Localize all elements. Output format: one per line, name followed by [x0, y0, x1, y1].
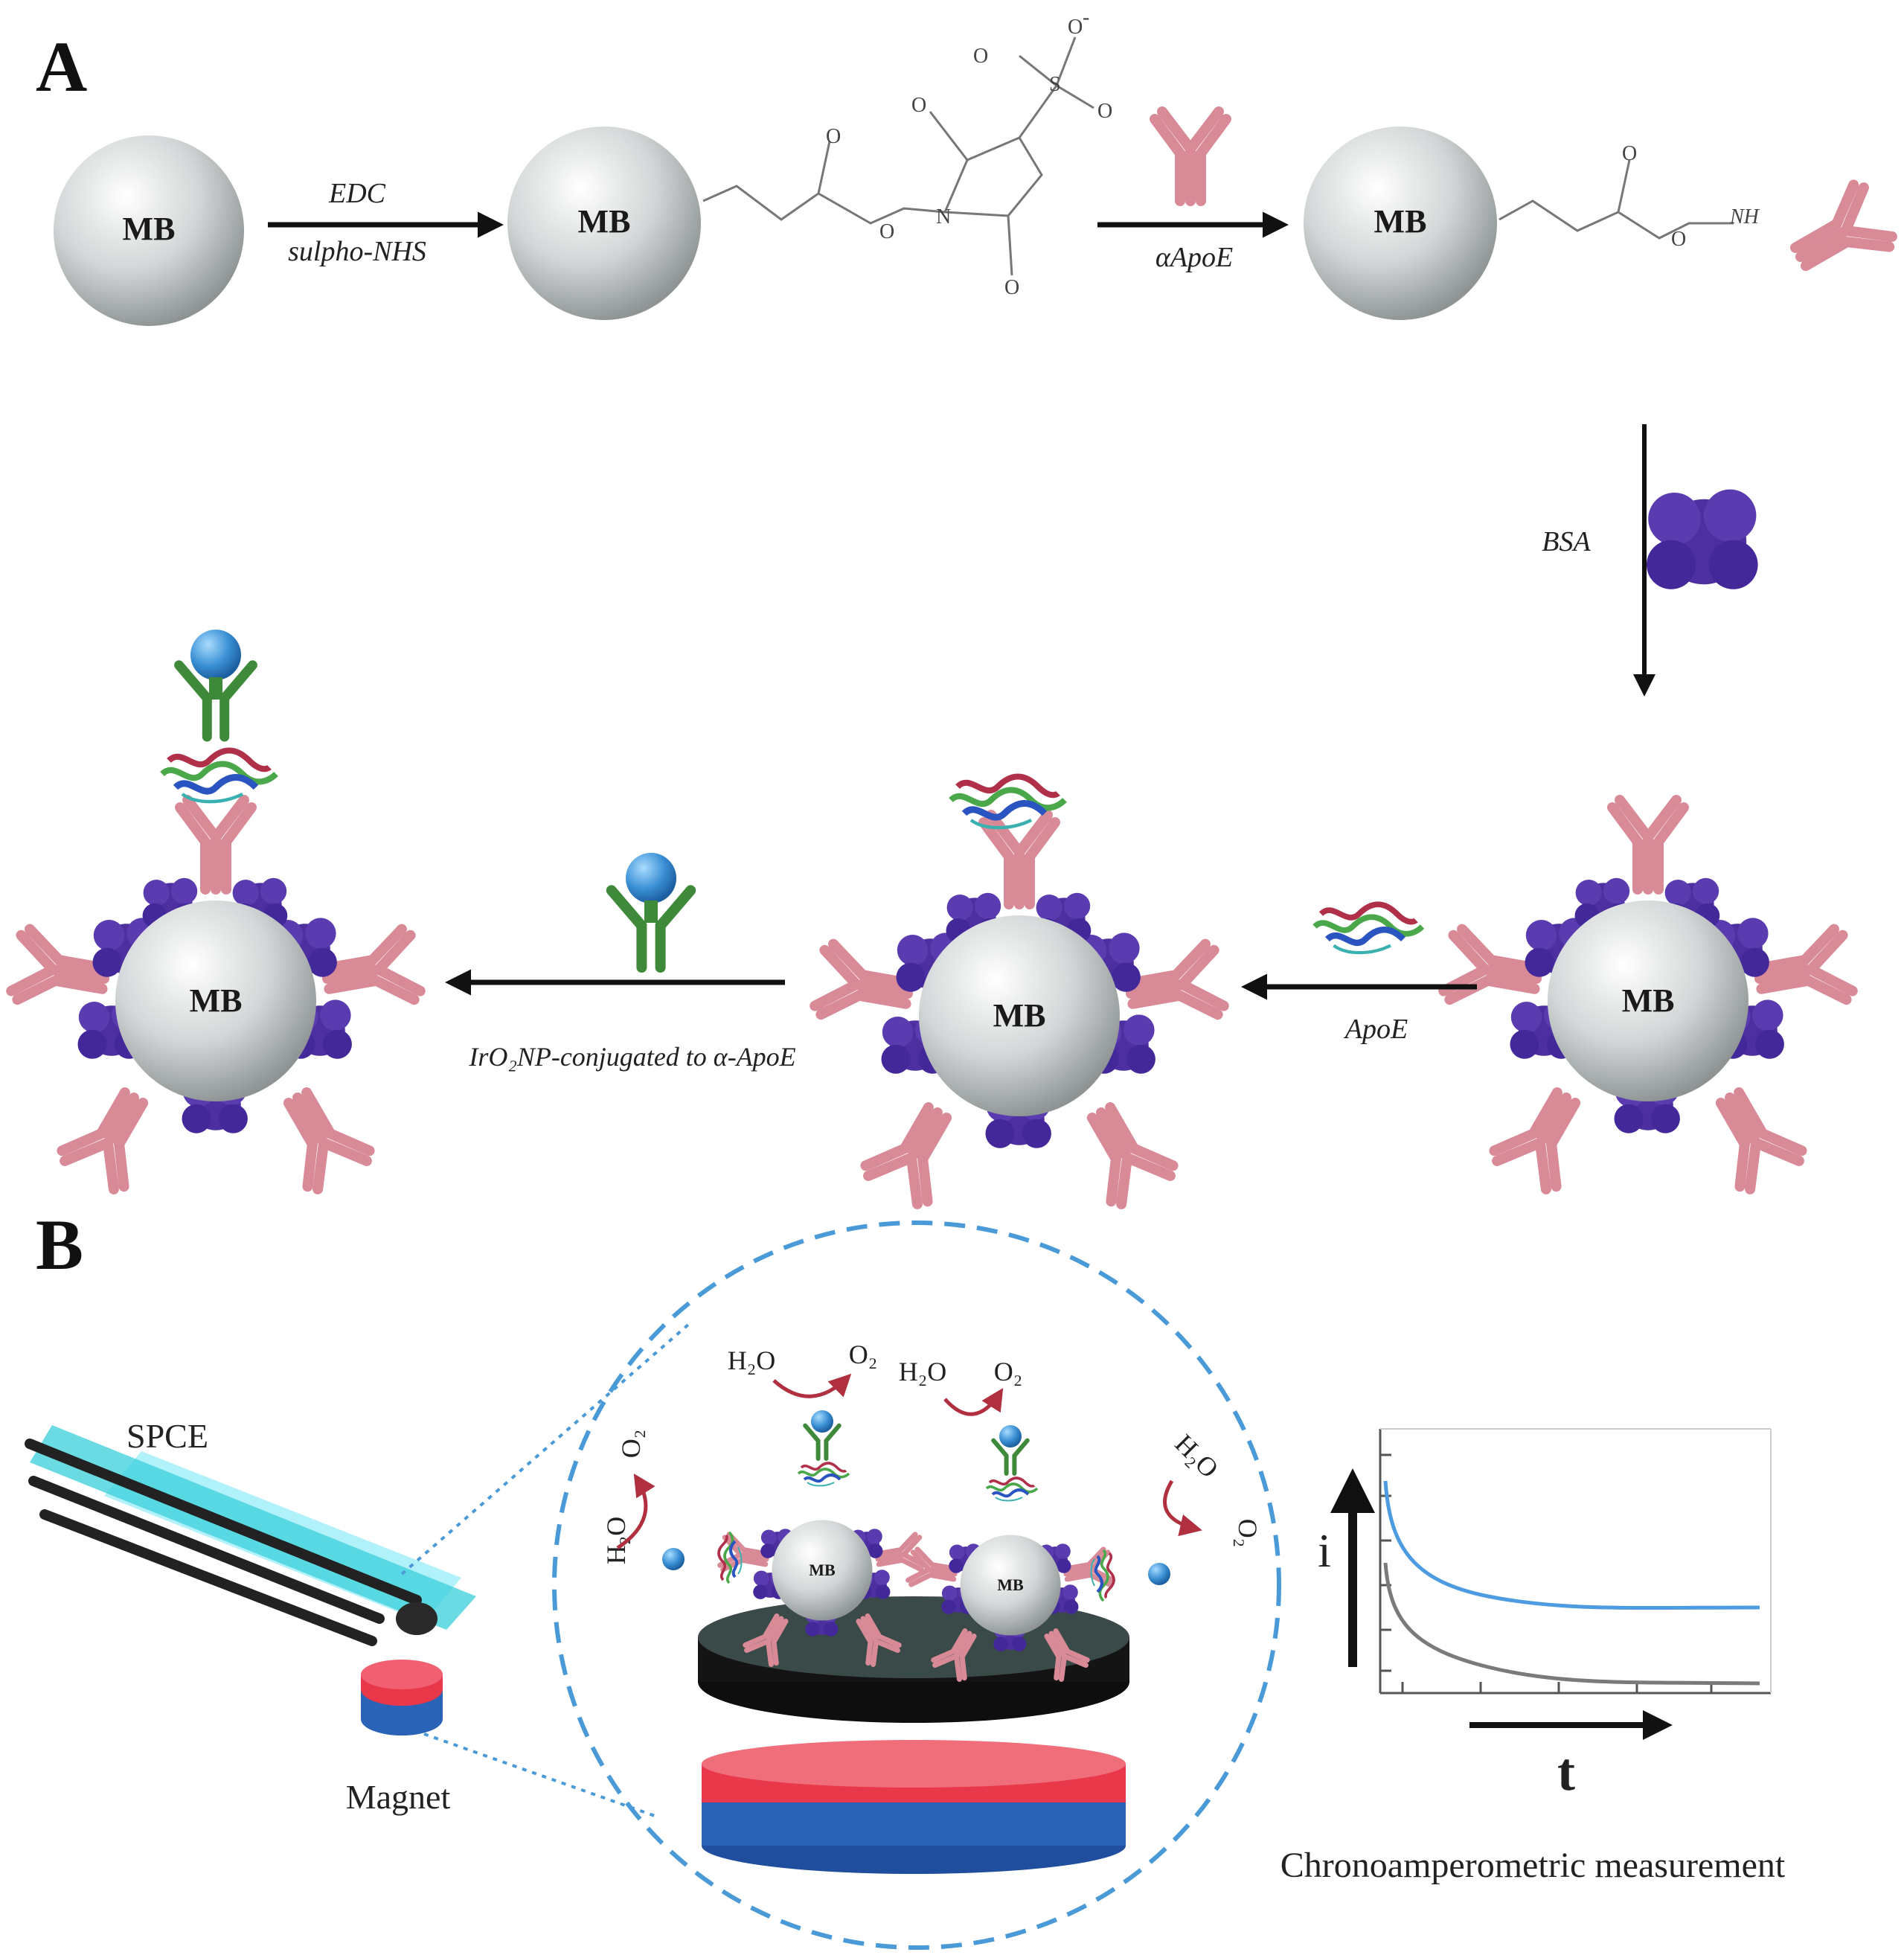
- iro2-nanoparticle: [626, 853, 676, 903]
- reaction-4-product: O₂: [1233, 1519, 1263, 1548]
- arrow-apoe: ApoE: [1241, 904, 1477, 1045]
- product-label: O₂: [616, 1430, 646, 1459]
- step3-reagent: BSA: [1542, 526, 1591, 557]
- sandwich-bead: MB: [10, 630, 421, 1193]
- atom-n: N: [936, 205, 951, 228]
- atom-o: O: [1097, 100, 1112, 123]
- small-magnet: Magnet: [346, 1660, 451, 1816]
- reaction-2: H₂O O₂: [899, 1357, 1023, 1416]
- screen-printed-electrode: SPCE: [25, 1417, 476, 1646]
- product-label: O₂: [849, 1340, 878, 1369]
- atom-nh: NH: [1729, 205, 1760, 228]
- bsa-molecule: [1647, 489, 1758, 589]
- reaction-3-arrow: [616, 1473, 655, 1550]
- atom-s: S: [1049, 73, 1061, 96]
- reaction-4: H₂O: [1170, 1429, 1225, 1484]
- bound-antibody: [1783, 181, 1896, 287]
- bead-label: MB: [190, 982, 243, 1019]
- bead-label: MB: [1622, 982, 1675, 1019]
- nhs-atoms: O O N O O S O - O O: [826, 6, 1112, 299]
- step5-reagent: IrO₂NP-conjugated to α-ApoE: [468, 1042, 795, 1072]
- curve-blue: [1383, 1480, 1760, 1610]
- atom-o: O: [1068, 16, 1083, 39]
- apoe-bound-bead: MB: [813, 777, 1225, 1208]
- step1-reagent-bottom: sulpho-NHS: [288, 236, 426, 267]
- bead-label: MB: [578, 203, 631, 240]
- bead-label: MB: [997, 1575, 1024, 1594]
- blocked-bead: MB: [1442, 800, 1853, 1193]
- reactant-label: H₂O: [728, 1346, 776, 1375]
- apoe-protein: [162, 751, 276, 802]
- atom-charge: -: [1083, 6, 1089, 29]
- zoom-circle: [552, 1220, 1281, 1950]
- product-label: O₂: [1233, 1519, 1263, 1548]
- arrow-antibody: αApoE: [1097, 112, 1289, 273]
- atom-o: O: [1004, 276, 1019, 299]
- immobilized-bead-2: MB: [908, 1425, 1170, 1681]
- zoom-line: [423, 1733, 655, 1817]
- bead-label: MB: [1374, 203, 1427, 240]
- arrow-bsa: BSA: [1542, 424, 1758, 697]
- arrow-iro2-detection: IrO₂NP-conjugated to α-ApoE: [445, 853, 796, 1072]
- y-axis-label: i: [1318, 1524, 1331, 1577]
- arrow-edc: EDC sulpho-NHS: [268, 178, 504, 267]
- x-axis-label: t: [1557, 1742, 1575, 1802]
- reactant-label: H₂O: [1170, 1429, 1225, 1484]
- plot-caption: Chronoamperometric measurement: [1280, 1846, 1786, 1885]
- immobilized-bead-1: MB: [662, 1410, 925, 1666]
- atom-o: O: [826, 125, 841, 148]
- reactant-label: H₂O: [899, 1357, 947, 1386]
- chrono-plot: i t Chronoamperometric measurement: [1280, 1428, 1786, 1885]
- step1-reagent-top: EDC: [328, 178, 386, 209]
- magnetic-bead-1: MB: [54, 135, 244, 326]
- atom-o: O: [1622, 142, 1637, 165]
- amide-linker: [1498, 159, 1734, 240]
- electrode-label: SPCE: [126, 1417, 208, 1455]
- panel-label-a: A: [36, 27, 87, 106]
- atom-o: O: [911, 94, 926, 117]
- reaction-1: H₂O O₂: [728, 1340, 878, 1398]
- iro2-nanoparticle: [190, 630, 241, 680]
- bead-label: MB: [993, 997, 1046, 1034]
- bead-label: MB: [809, 1561, 836, 1579]
- curve-grey: [1383, 1562, 1760, 1686]
- magnetic-bead-2: MB: [507, 127, 701, 320]
- step4-reagent: ApoE: [1343, 1014, 1408, 1045]
- atom-o: O: [879, 220, 894, 243]
- magnetic-bead-3: MB: [1304, 127, 1497, 320]
- reaction-4-arrow: [1163, 1479, 1202, 1537]
- magnet-disc: [702, 1740, 1126, 1874]
- bead-label: MB: [123, 211, 176, 247]
- magnet-label: Magnet: [346, 1778, 451, 1816]
- product-label: O₂: [994, 1357, 1023, 1386]
- atom-o: O: [1671, 228, 1686, 251]
- nhs-ester-structure: [702, 36, 1094, 276]
- panel-label-b: B: [36, 1205, 83, 1284]
- zoom-line: [400, 1323, 690, 1575]
- apoe-protein: [1315, 904, 1423, 953]
- step2-reagent: αApoE: [1155, 242, 1233, 273]
- atom-o: O: [973, 45, 988, 68]
